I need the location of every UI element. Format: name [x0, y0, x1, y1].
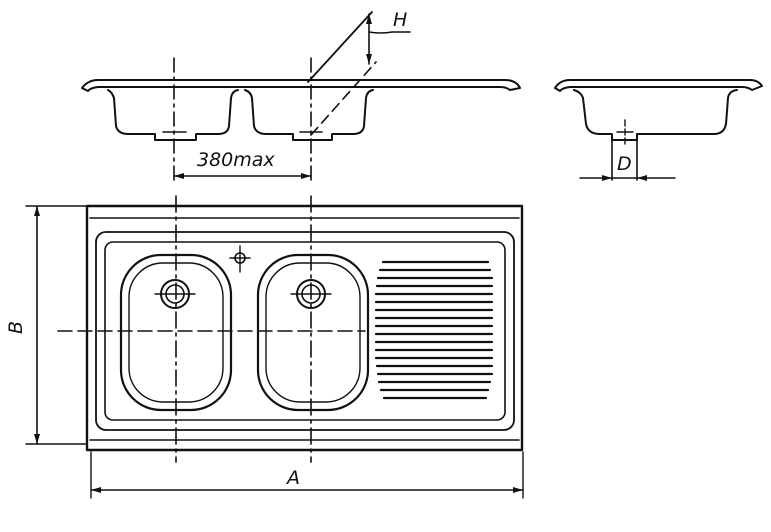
- front-bowl-right: [244, 89, 374, 141]
- plan-view: [57, 195, 524, 463]
- side-rim: [554, 79, 763, 92]
- drain-diameter-label: D: [617, 153, 632, 175]
- dimension-a: A: [90, 451, 524, 499]
- spacing-label: 380max: [197, 149, 275, 171]
- plan-bowl-right: [256, 253, 370, 412]
- side-bowl: [573, 89, 738, 141]
- plan-inner-tray: [95, 231, 515, 431]
- tap-hole-icon: [229, 245, 251, 273]
- height-label: H: [393, 9, 407, 31]
- plan-outer-frame: [85, 204, 524, 452]
- front-bowl-left: [107, 89, 239, 141]
- length-label: A: [285, 467, 300, 489]
- front-rim: [81, 79, 521, 92]
- height-diagonal-line: [307, 11, 373, 83]
- width-label: B: [5, 321, 27, 334]
- dimension-b: B: [5, 205, 88, 445]
- drain-left-icon: [154, 279, 196, 309]
- front-section-view: 380max H: [81, 9, 521, 186]
- drainer-ribs: [374, 260, 494, 400]
- side-section-view: D: [554, 79, 763, 181]
